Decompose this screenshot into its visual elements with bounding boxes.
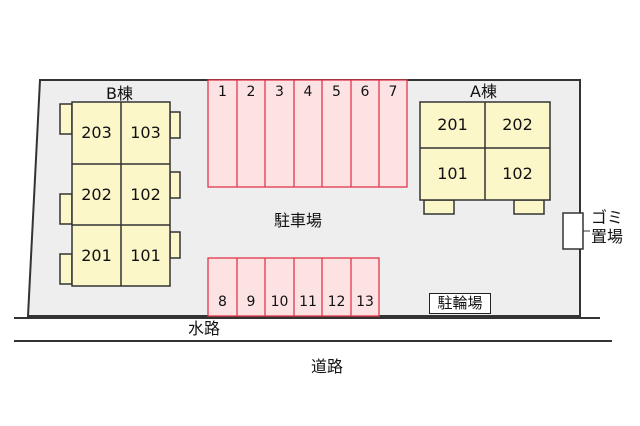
unit-a-101: 101 bbox=[437, 164, 468, 183]
parking-space-9: 9 bbox=[246, 294, 256, 310]
unit-b-201: 201 bbox=[81, 245, 112, 265]
unit-a-202: 202 bbox=[502, 115, 533, 134]
parking-space-2: 2 bbox=[246, 84, 256, 100]
unit-b-103: 103 bbox=[130, 123, 161, 142]
building-b-label: B棟 bbox=[106, 84, 133, 103]
garbage-label-line1: ゴミ bbox=[591, 208, 624, 227]
unit-b-102: 102 bbox=[130, 184, 161, 204]
bicycle-parking-label: 駐輪場 bbox=[429, 293, 491, 314]
waterway-label: 水路 bbox=[188, 319, 221, 338]
parking-space-11: 11 bbox=[299, 294, 317, 310]
unit-b-202: 202 bbox=[81, 184, 112, 204]
garbage-area bbox=[562, 212, 584, 250]
road-label: 道路 bbox=[311, 357, 344, 376]
parking-space-10: 10 bbox=[270, 294, 289, 310]
unit-b-101: 101 bbox=[130, 245, 161, 265]
parking-space-1: 1 bbox=[218, 84, 227, 100]
parking-space-7: 7 bbox=[388, 84, 398, 100]
parking-label: 駐車場 bbox=[274, 211, 323, 230]
parking-bottom-row bbox=[207, 257, 380, 317]
parking-space-3: 3 bbox=[275, 84, 284, 100]
parking-top-row bbox=[207, 79, 408, 188]
unit-b-203: 203 bbox=[81, 123, 112, 142]
parking-space-4: 4 bbox=[303, 84, 313, 100]
parking-space-8: 8 bbox=[218, 294, 227, 310]
parking-space-13: 13 bbox=[356, 294, 374, 310]
parking-space-6: 6 bbox=[360, 84, 370, 100]
garbage-label-line2: 置場 bbox=[591, 227, 624, 246]
building-b-outline bbox=[59, 101, 181, 287]
unit-a-201: 201 bbox=[437, 115, 468, 134]
building-a-label: A棟 bbox=[470, 82, 497, 101]
parking-space-5: 5 bbox=[332, 84, 341, 100]
parking-space-12: 12 bbox=[327, 294, 346, 310]
unit-a-102: 102 bbox=[502, 164, 533, 183]
building-a-outline bbox=[419, 101, 551, 215]
